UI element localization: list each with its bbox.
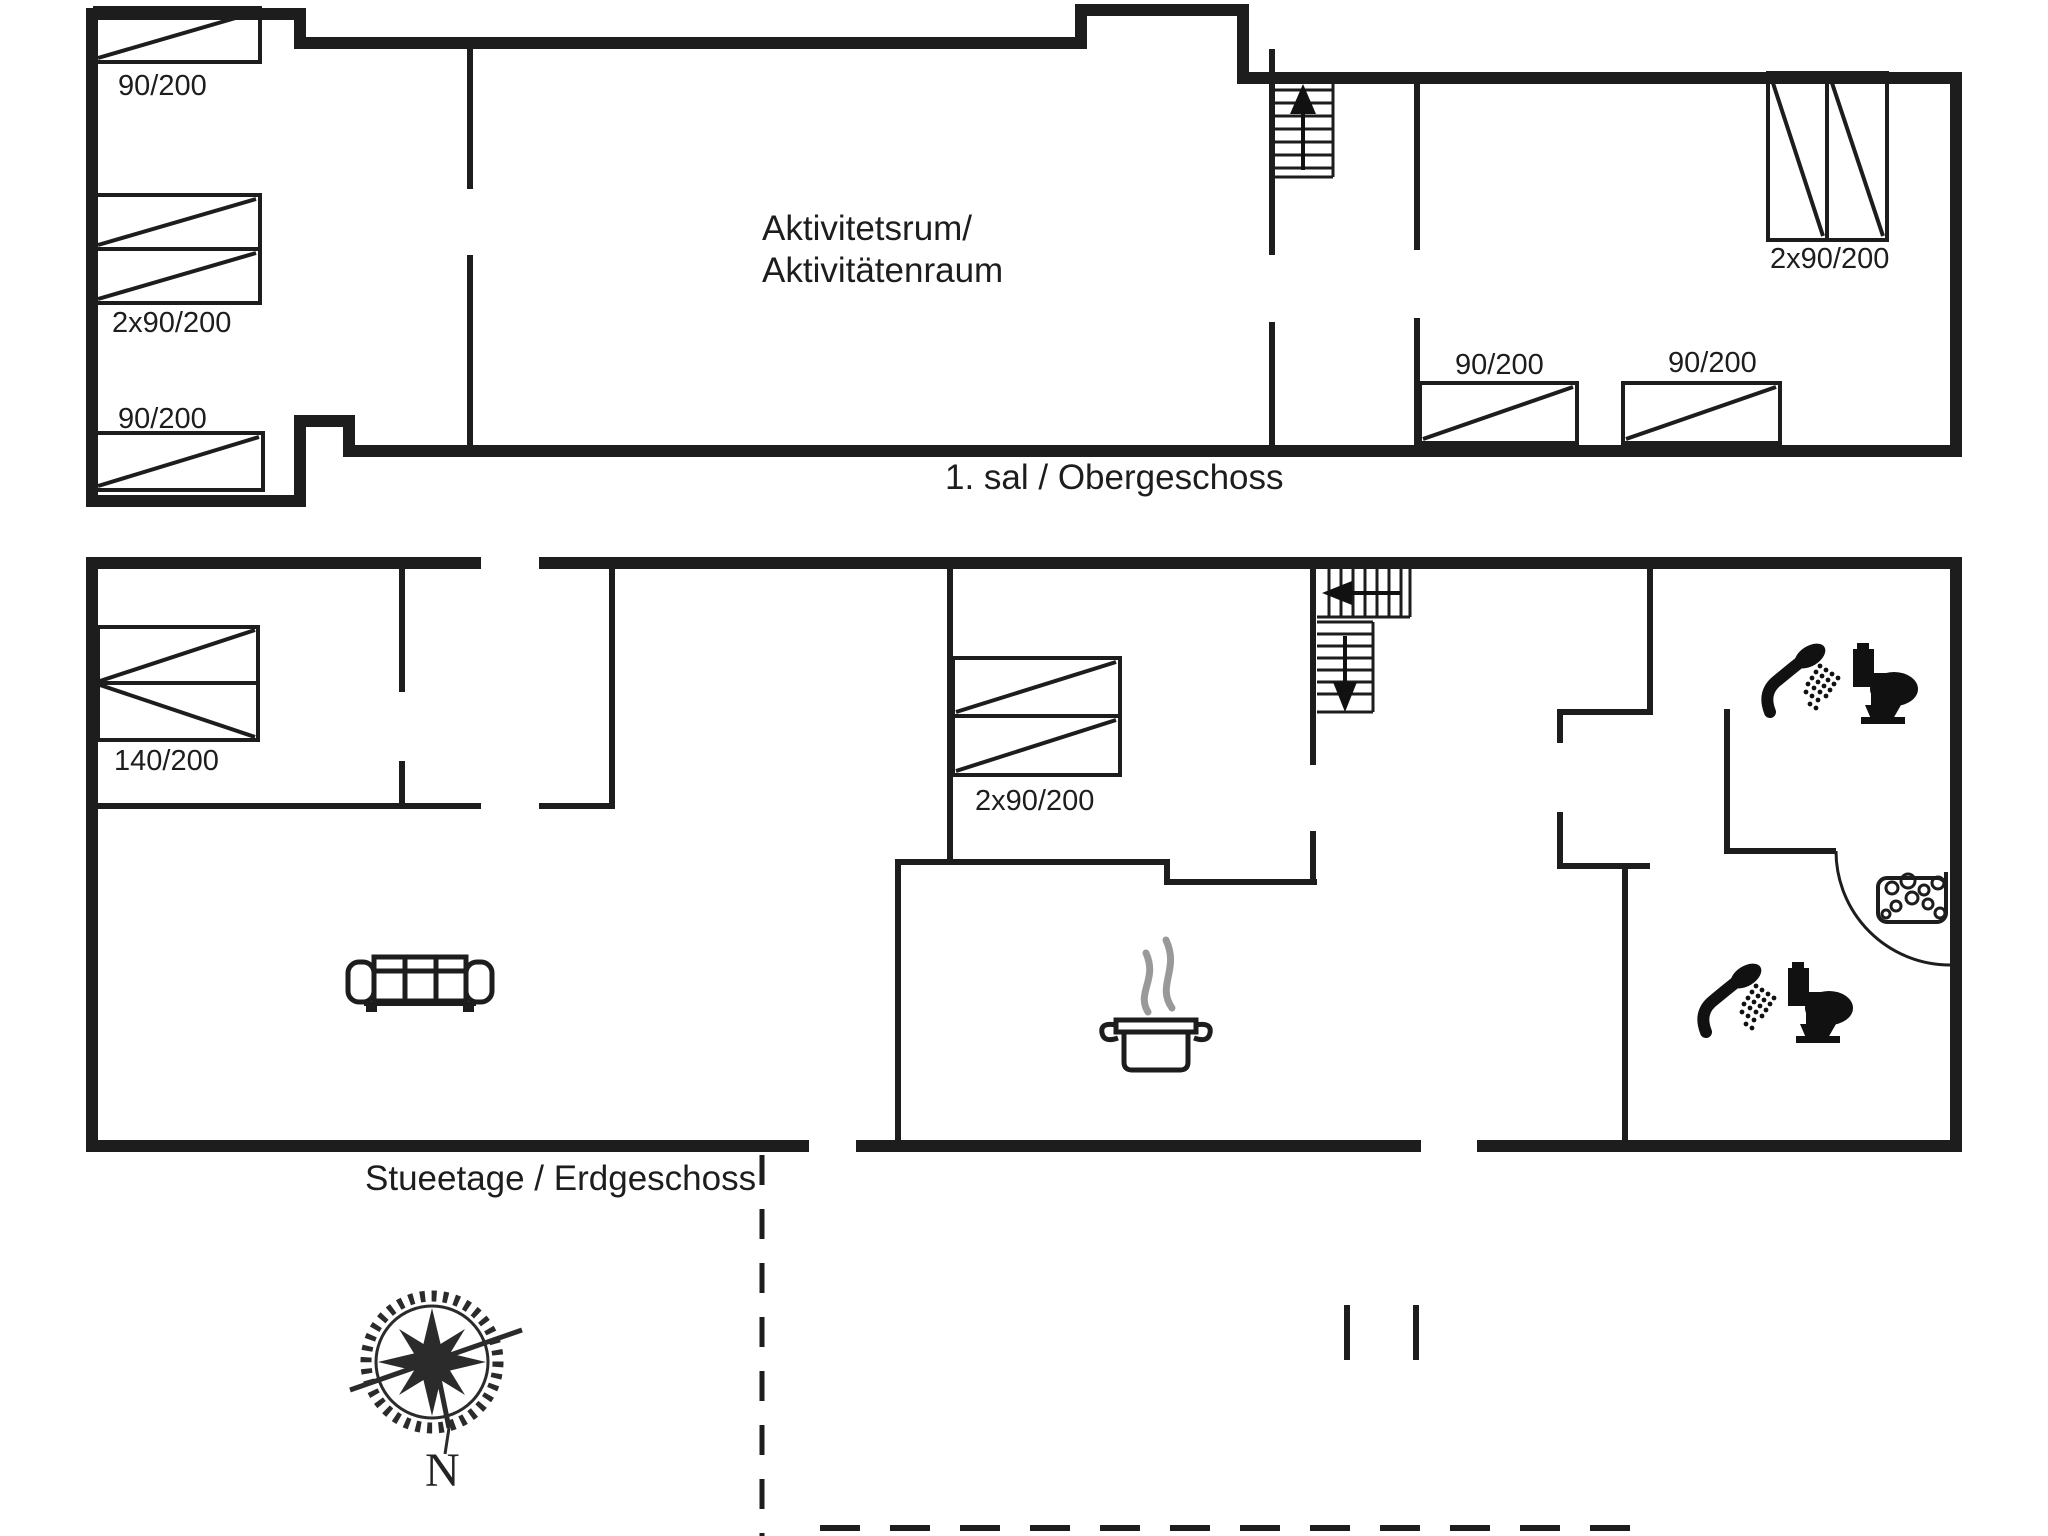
bed-single-top-left bbox=[93, 6, 262, 64]
bed-bunk-2x90 bbox=[951, 656, 1122, 777]
bathroom-door-arc bbox=[1834, 850, 1951, 967]
bed-size-label: 2x90/200 bbox=[1770, 243, 1889, 275]
compass-rose-icon bbox=[349, 1290, 523, 1455]
shower-icon bbox=[1767, 639, 1840, 712]
terrace-boundary bbox=[759, 1155, 1648, 1536]
upper-floor-beds bbox=[93, 6, 1889, 492]
bed-size-label: 90/200 bbox=[118, 70, 207, 102]
upper-floor-label: 1. sal / Obergeschoss bbox=[945, 458, 1284, 497]
bed-single-right-a bbox=[1418, 381, 1579, 445]
ground-floor-label: Stueetage / Erdgeschoss bbox=[365, 1159, 756, 1198]
bed-size-label: 2x90/200 bbox=[112, 307, 231, 339]
stairs-up-icon bbox=[1272, 84, 1335, 179]
bed-single-bottom-left bbox=[93, 431, 265, 492]
stairs-down-arrow bbox=[1333, 682, 1357, 712]
shower-icon bbox=[1703, 959, 1776, 1032]
steam-wisp bbox=[1140, 949, 1154, 1016]
bed-size-label: 140/200 bbox=[114, 745, 219, 777]
stairs-down-icon bbox=[1317, 569, 1412, 714]
ground-floor-outer-walls bbox=[86, 557, 1962, 1152]
bed-single-right-b bbox=[1621, 381, 1782, 445]
room-label-line2: Aktivitätenraum bbox=[762, 251, 1003, 290]
toilet-icon bbox=[1788, 962, 1853, 1043]
ground-floor-beds bbox=[96, 625, 1122, 777]
toilet-icon bbox=[1853, 643, 1918, 724]
upper-floor-plan: 90/200 2x90/200 90/200 2x90/200 90/200 9… bbox=[86, 4, 1962, 507]
cooking-pot-icon bbox=[1099, 936, 1213, 1073]
stairs-left-arrow bbox=[1322, 581, 1352, 605]
ground-floor-interior-walls bbox=[98, 569, 1836, 1146]
room-label-line1: Aktivitetsrum/ bbox=[762, 209, 972, 248]
bed-size-label: 90/200 bbox=[1668, 347, 1757, 379]
sofa-icon bbox=[345, 954, 495, 1012]
bed-double-left bbox=[93, 193, 262, 305]
bed-double-top-right bbox=[1766, 71, 1889, 242]
upper-floor-outer-walls bbox=[86, 4, 1962, 507]
compass-north-label: N bbox=[425, 1444, 460, 1497]
steam-wisp bbox=[1162, 936, 1176, 1012]
upper-floor-interior-walls bbox=[467, 49, 1420, 445]
bed-size-label: 90/200 bbox=[1455, 349, 1544, 381]
stairs-up-arrow bbox=[1290, 84, 1316, 114]
bed-size-label: 90/200 bbox=[118, 403, 207, 435]
washbasin-icon bbox=[1876, 872, 1948, 924]
bed-double-140 bbox=[96, 625, 260, 742]
ground-floor-plan: 140/200 2x90/200 bbox=[86, 557, 1962, 1198]
bed-size-label: 2x90/200 bbox=[975, 785, 1094, 817]
